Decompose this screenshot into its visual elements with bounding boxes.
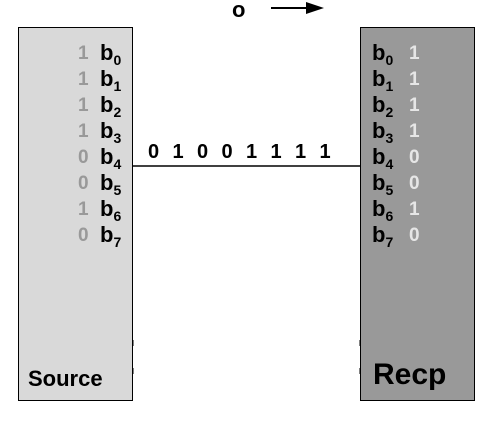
source-bit-label: b2 bbox=[100, 92, 122, 120]
serial-bit: 1 bbox=[295, 141, 307, 163]
source-bit: 1 bbox=[78, 199, 89, 220]
recp-bit: 0 bbox=[409, 173, 420, 194]
recp-bit-label: b4 bbox=[372, 144, 394, 172]
recp-bit-label: b1 bbox=[372, 66, 394, 94]
source-bit: 1 bbox=[78, 43, 89, 64]
recp-label: Recp bbox=[373, 358, 447, 391]
recp-bit: 1 bbox=[409, 199, 420, 220]
source-bit-label: b3 bbox=[100, 118, 122, 146]
serial-bit: 0 bbox=[221, 141, 233, 163]
source-bit: 0 bbox=[78, 173, 89, 194]
source-bit: 1 bbox=[78, 95, 89, 116]
recp-bit-label: b5 bbox=[372, 170, 394, 198]
recp-bit-label: b6 bbox=[372, 196, 394, 224]
source-bit: 0 bbox=[78, 225, 89, 246]
source-bit-label: b5 bbox=[100, 170, 122, 198]
source-bit: 1 bbox=[78, 69, 89, 90]
serial-bit: 1 bbox=[270, 141, 282, 163]
recp-bit: 0 bbox=[409, 147, 420, 168]
source-bit: 1 bbox=[78, 121, 89, 142]
source-bit-label: b0 bbox=[100, 40, 122, 68]
source-bit-label: b1 bbox=[100, 66, 122, 94]
source-label: Source bbox=[28, 366, 103, 391]
direction-label: o bbox=[232, 0, 246, 22]
source-bit-label: b4 bbox=[100, 144, 122, 172]
source-bit-label: b6 bbox=[100, 196, 122, 224]
recp-bit: 1 bbox=[409, 95, 420, 116]
recp-bit-label: b0 bbox=[372, 40, 394, 68]
recp-bit-label: b3 bbox=[372, 118, 394, 146]
recp-bit: 1 bbox=[409, 69, 420, 90]
recp-bit-label: b2 bbox=[372, 92, 394, 120]
source-bit-label: b7 bbox=[100, 222, 122, 250]
serial-bit: 1 bbox=[246, 141, 258, 163]
source-box bbox=[18, 27, 133, 401]
serial-bit: 0 bbox=[148, 141, 160, 163]
recp-bit: 0 bbox=[409, 225, 420, 246]
recp-box bbox=[360, 27, 475, 401]
serial-bit: 1 bbox=[319, 141, 331, 163]
recp-bit: 1 bbox=[409, 121, 420, 142]
recp-bit-label: b7 bbox=[372, 222, 394, 250]
recp-bit: 1 bbox=[409, 43, 420, 64]
serial-bit: 0 bbox=[197, 141, 209, 163]
serial-bit: 1 bbox=[172, 141, 184, 163]
direction-arrow-head bbox=[306, 2, 324, 14]
source-bit: 0 bbox=[78, 147, 89, 168]
